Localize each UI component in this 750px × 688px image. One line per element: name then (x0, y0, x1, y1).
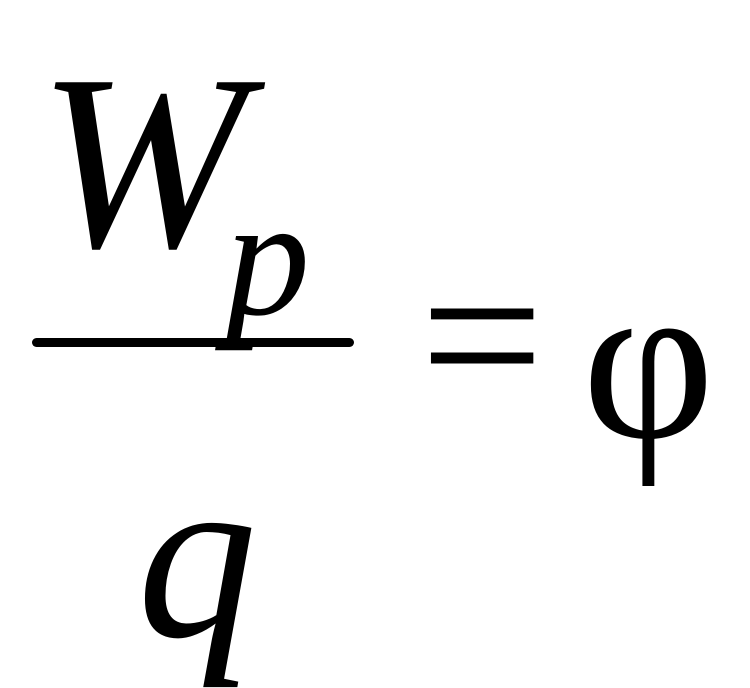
formula: W p q = φ (32, 24, 715, 675)
numerator-subscript-symbol: p (225, 163, 310, 351)
equals-sign: = (420, 213, 545, 457)
fraction-bar (32, 338, 354, 347)
numerator-main-symbol: W (38, 24, 247, 301)
denominator-symbol: q (137, 422, 257, 688)
phi-symbol: φ (582, 232, 715, 487)
